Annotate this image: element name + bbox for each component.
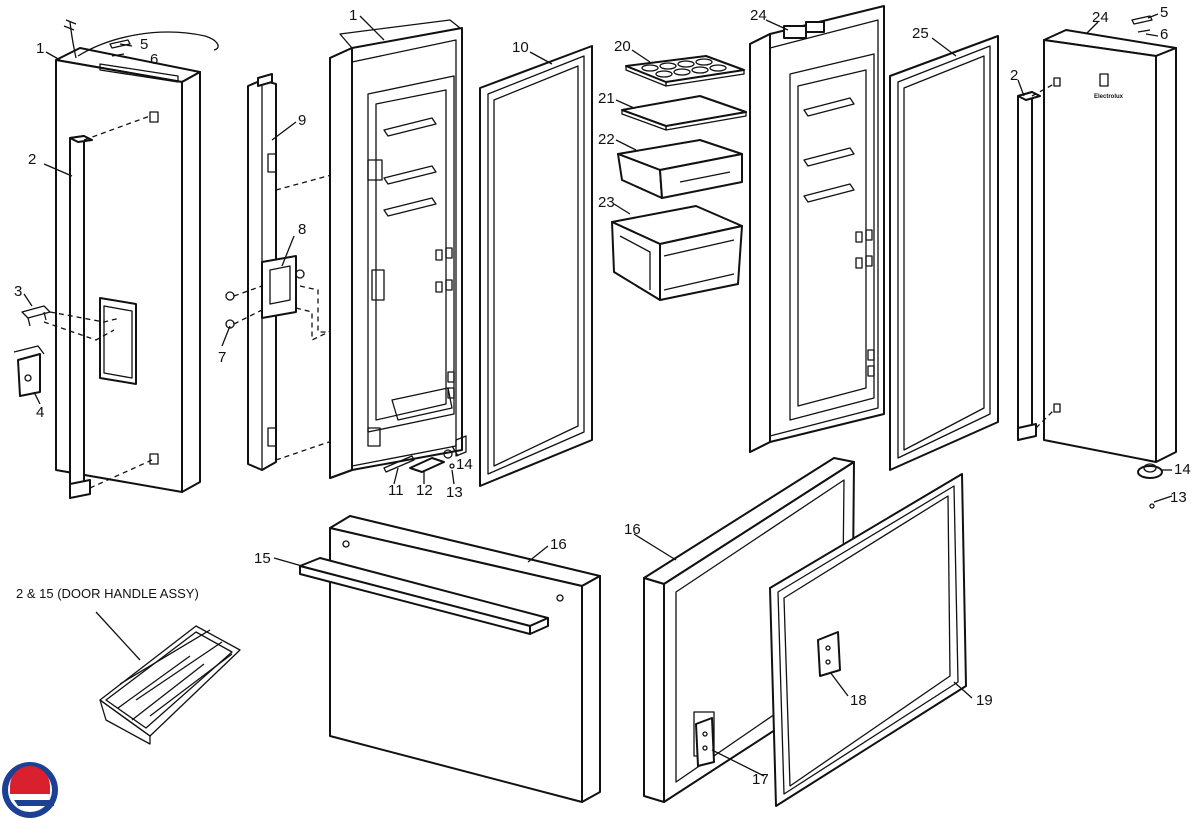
- left-door-inner-liner: [329, 19, 463, 479]
- callout-3: 3: [14, 283, 22, 300]
- shelf-cover: [621, 95, 747, 131]
- callout-20: 20: [614, 38, 631, 55]
- door-handle-assy-thumbnail: [99, 625, 241, 745]
- callout-11: 11: [388, 482, 404, 499]
- assembly-guide-lines-left: [43, 115, 153, 489]
- callout-19: 19: [976, 692, 993, 709]
- callout-5-right: 5: [1160, 4, 1168, 21]
- callout-2-right: 2: [1010, 67, 1018, 84]
- callout-14-right: 14: [1174, 461, 1191, 478]
- right-door-outer-panel: [1043, 29, 1177, 463]
- door-bin-large: [611, 205, 743, 301]
- callout-17: 17: [752, 771, 769, 788]
- left-door-gasket: [479, 45, 593, 487]
- callout-24-right: 24: [1092, 9, 1109, 26]
- left-door-outer-panel: [55, 19, 219, 493]
- callout-14-middle: 14: [456, 456, 473, 473]
- callout-16-liner: 16: [624, 521, 641, 538]
- callout-6-right: 6: [1160, 26, 1168, 43]
- callout-4: 4: [36, 404, 44, 421]
- hinge-cam-right: [1137, 463, 1163, 509]
- leader-lines: [23, 13, 1173, 777]
- callout-5-left: 5: [140, 36, 148, 53]
- callout-9: 9: [298, 112, 306, 129]
- callout-15: 15: [254, 550, 271, 567]
- top-hardware-right: [1131, 15, 1153, 33]
- door-bin-small: [617, 139, 743, 199]
- callout-labels: 1 5 6 2 3 4 7 8 9 1 10 11 12 13 14 20 21…: [14, 4, 1191, 788]
- callout-21: 21: [598, 90, 615, 107]
- screws: [225, 285, 263, 329]
- callout-16-front: 16: [550, 536, 567, 553]
- right-door-gasket: [889, 35, 999, 471]
- callout-7: 7: [218, 349, 226, 366]
- right-door-inner-liner: [749, 5, 885, 453]
- callout-13-right: 13: [1170, 489, 1187, 506]
- callout-25: 25: [912, 25, 929, 42]
- callout-24-middle: 24: [750, 7, 767, 24]
- callout-1-left: 1: [36, 40, 44, 57]
- drawer-slide-bracket-18: [817, 631, 841, 677]
- callout-2-left: 2: [28, 151, 36, 168]
- callout-8: 8: [298, 221, 306, 238]
- freezer-drawer-front: [329, 515, 601, 803]
- right-door-handle: [1017, 83, 1055, 441]
- egg-tray: [625, 55, 745, 87]
- door-brand-text: Electrolux: [1094, 94, 1124, 100]
- freezer-drawer-handle: [299, 557, 549, 635]
- callout-13-middle: 13: [446, 484, 463, 501]
- corner-logo: [2, 762, 58, 818]
- freezer-drawer-gasket: [769, 473, 967, 807]
- drawer-slide-bracket-17: [695, 717, 715, 767]
- callout-18: 18: [850, 692, 867, 709]
- bracket-part: [13, 345, 45, 397]
- callout-1-middle: 1: [349, 7, 357, 24]
- door-handle-assy-caption: 2 & 15 (DOOR HANDLE ASSY): [16, 586, 199, 601]
- top-hardware-left: [109, 39, 131, 57]
- callout-10: 10: [512, 39, 529, 56]
- left-door-handle: [69, 135, 93, 499]
- bottom-hardware: [383, 435, 467, 473]
- callout-6-left: 6: [150, 51, 158, 68]
- callout-22: 22: [598, 131, 615, 148]
- freezer-drawer-liner: [643, 457, 855, 803]
- callout-23: 23: [598, 194, 615, 211]
- callout-12: 12: [416, 482, 433, 499]
